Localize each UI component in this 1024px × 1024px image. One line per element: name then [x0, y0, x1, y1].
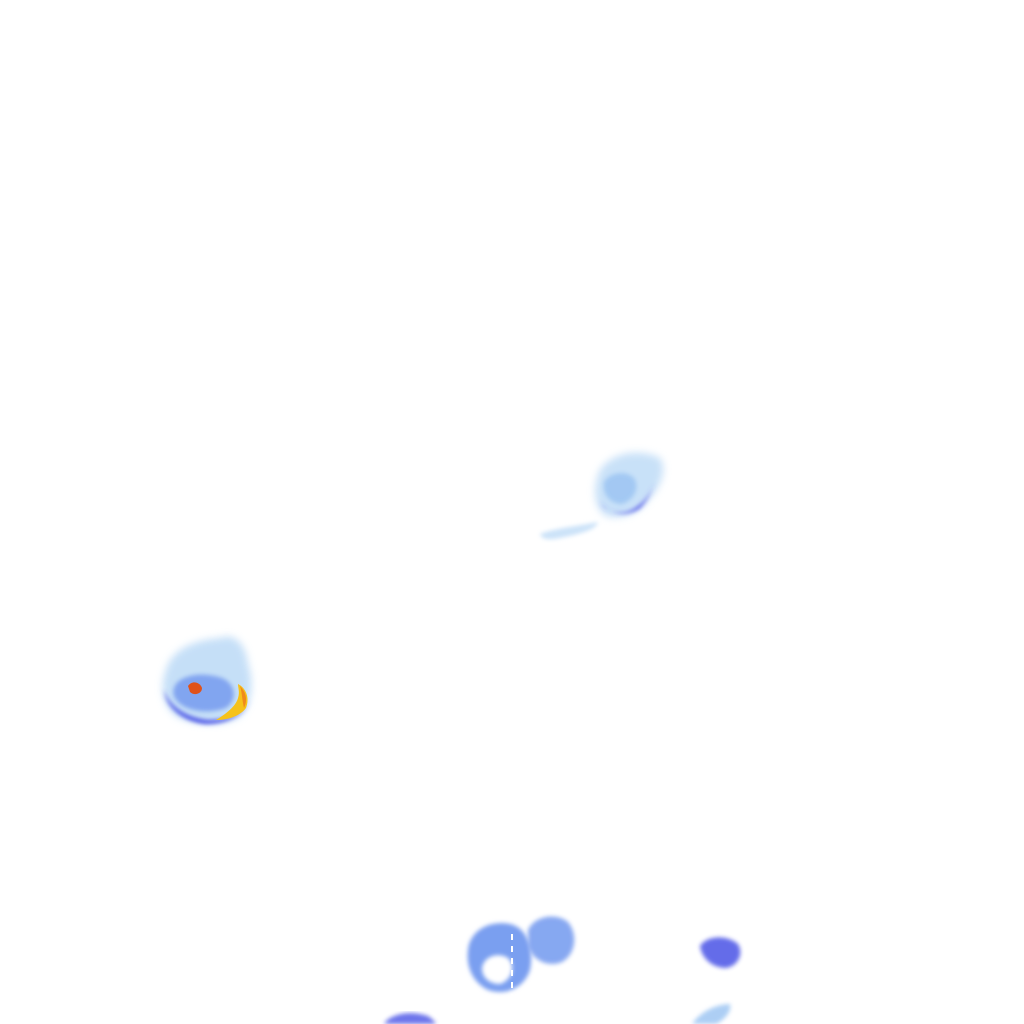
cell-bottom-edge-left — [384, 1013, 436, 1024]
cell-left-rim — [164, 690, 250, 724]
cell-bottom-edge-right — [692, 1004, 731, 1024]
cell-upper-right-inner — [603, 473, 637, 504]
cell-bottom-edge — [384, 1004, 731, 1024]
cell-bottom-right-body — [700, 937, 741, 968]
cell-bottom-center-right — [528, 916, 575, 965]
cell-left-hot-arc-edge — [240, 686, 247, 708]
cell-bottom-right — [700, 937, 741, 968]
cell-left-hot-spot — [188, 682, 202, 695]
cell-left — [162, 636, 252, 724]
cell-upper-right-trail — [540, 522, 598, 540]
cell-left-inner — [173, 674, 234, 712]
cell-upper-right — [540, 452, 664, 540]
cell-bottom-center — [467, 916, 575, 996]
cell-left-hot-arc — [216, 684, 248, 720]
cell-upper-right-rim — [600, 480, 656, 514]
cell-bottom-center-hole — [482, 955, 513, 984]
